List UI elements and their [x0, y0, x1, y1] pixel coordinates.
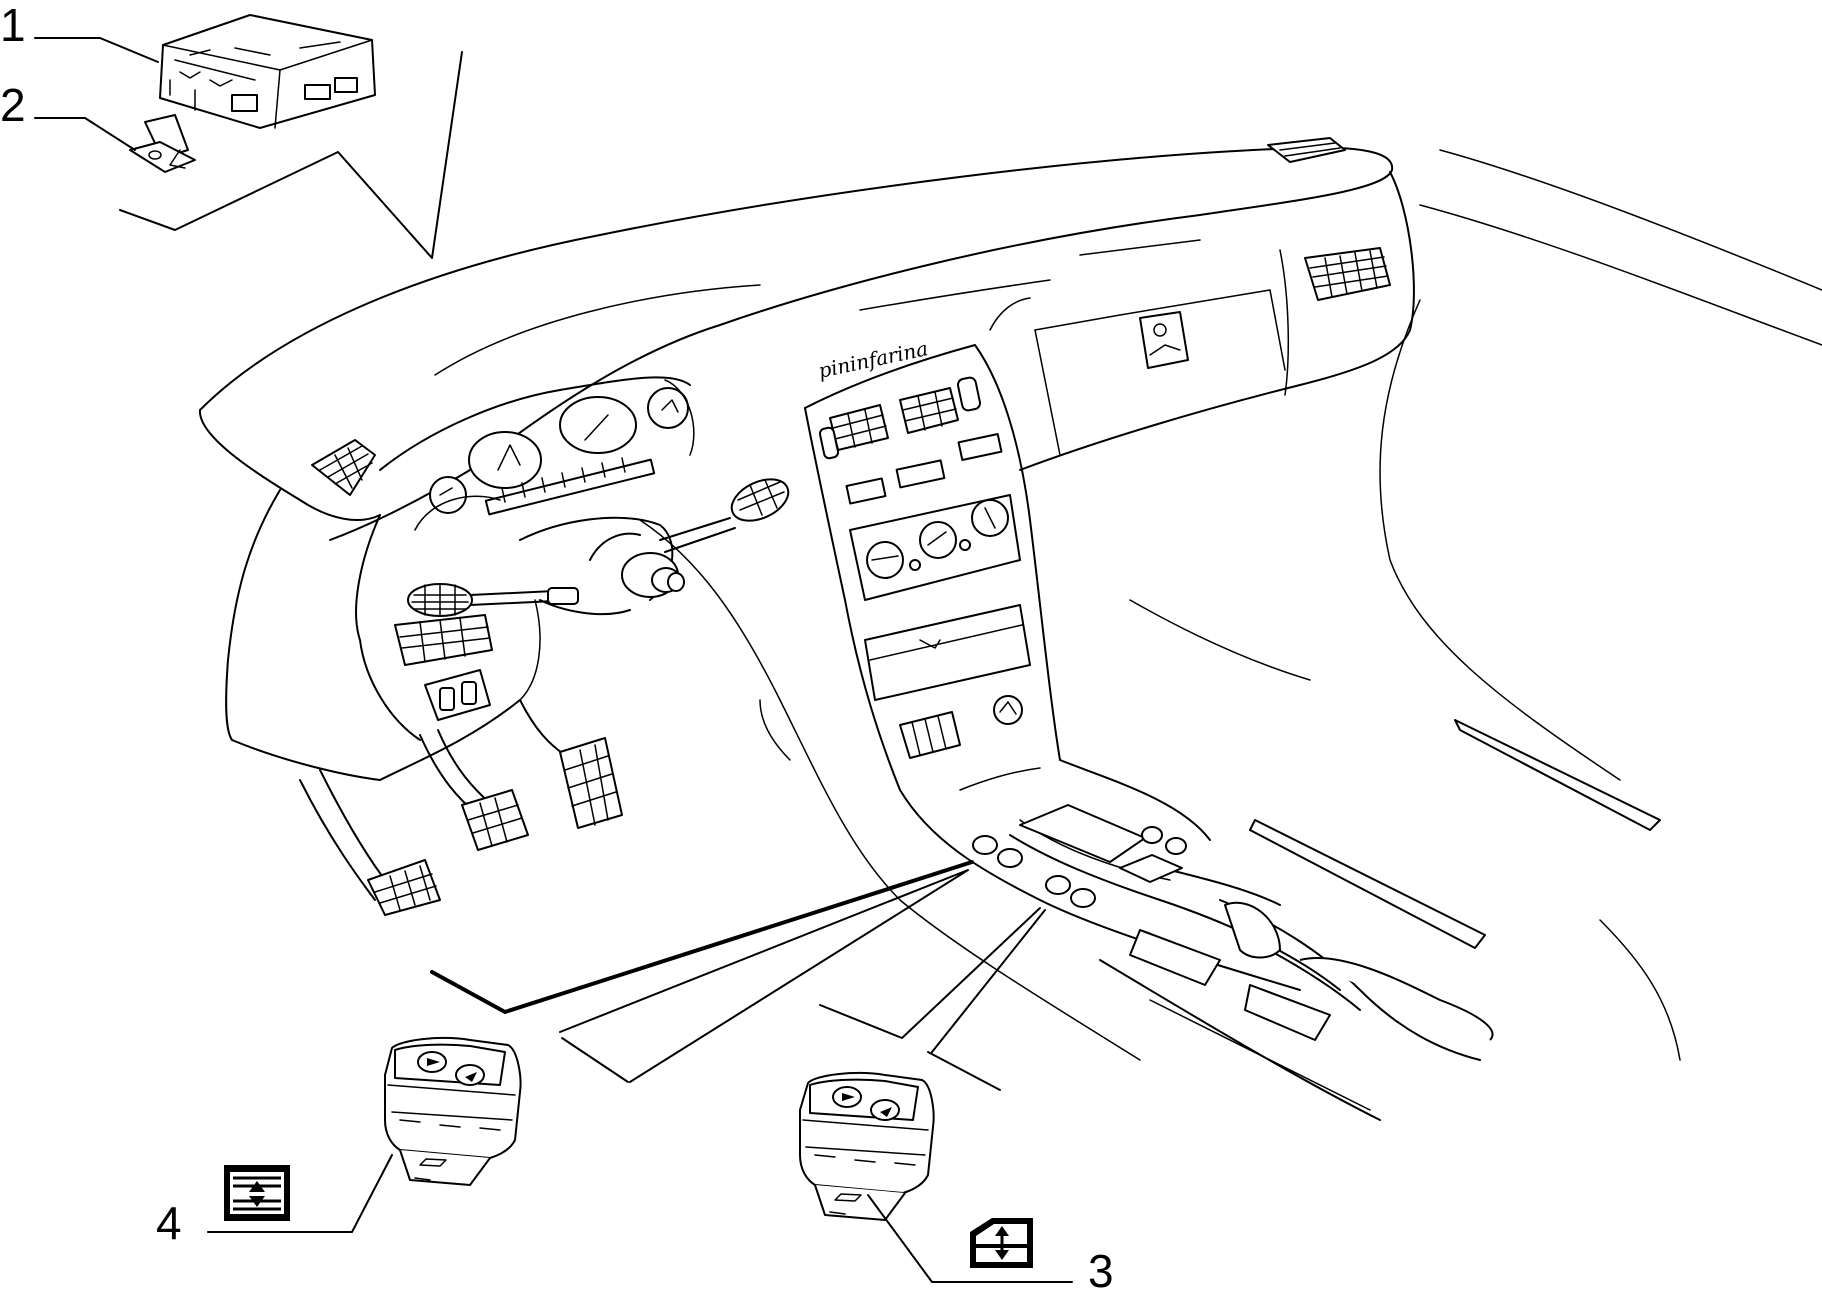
pedals — [299, 699, 623, 916]
part-3-window-switch — [799, 1072, 935, 1221]
part-2-bracket — [129, 114, 196, 173]
transmission-tunnel — [899, 759, 1494, 1121]
callout-2: 2 — [0, 79, 26, 131]
callout-3: 3 — [1088, 1245, 1114, 1297]
part-1-control-unit — [159, 14, 376, 129]
dashboard-right-side — [1019, 137, 1415, 471]
right-vent-grille — [1309, 250, 1389, 298]
steering-column — [407, 478, 790, 617]
door-window-icon — [970, 1218, 1033, 1268]
callout-1: 1 — [0, 0, 26, 51]
center-console — [804, 344, 1061, 791]
instrument-cluster — [379, 376, 695, 531]
floor-lines — [639, 149, 1822, 1061]
leader-lines — [34, 37, 1073, 1283]
brand-script: pininfarina — [816, 336, 930, 383]
callout-4: 4 — [156, 1197, 182, 1249]
part-4-window-switch — [384, 1037, 522, 1186]
window-up-down-icon — [224, 1165, 290, 1221]
dashboard-top — [198, 146, 1394, 541]
left-vent-grille — [319, 445, 373, 489]
dashboard-left-panel — [225, 439, 541, 781]
left-switch-panel — [394, 614, 493, 721]
